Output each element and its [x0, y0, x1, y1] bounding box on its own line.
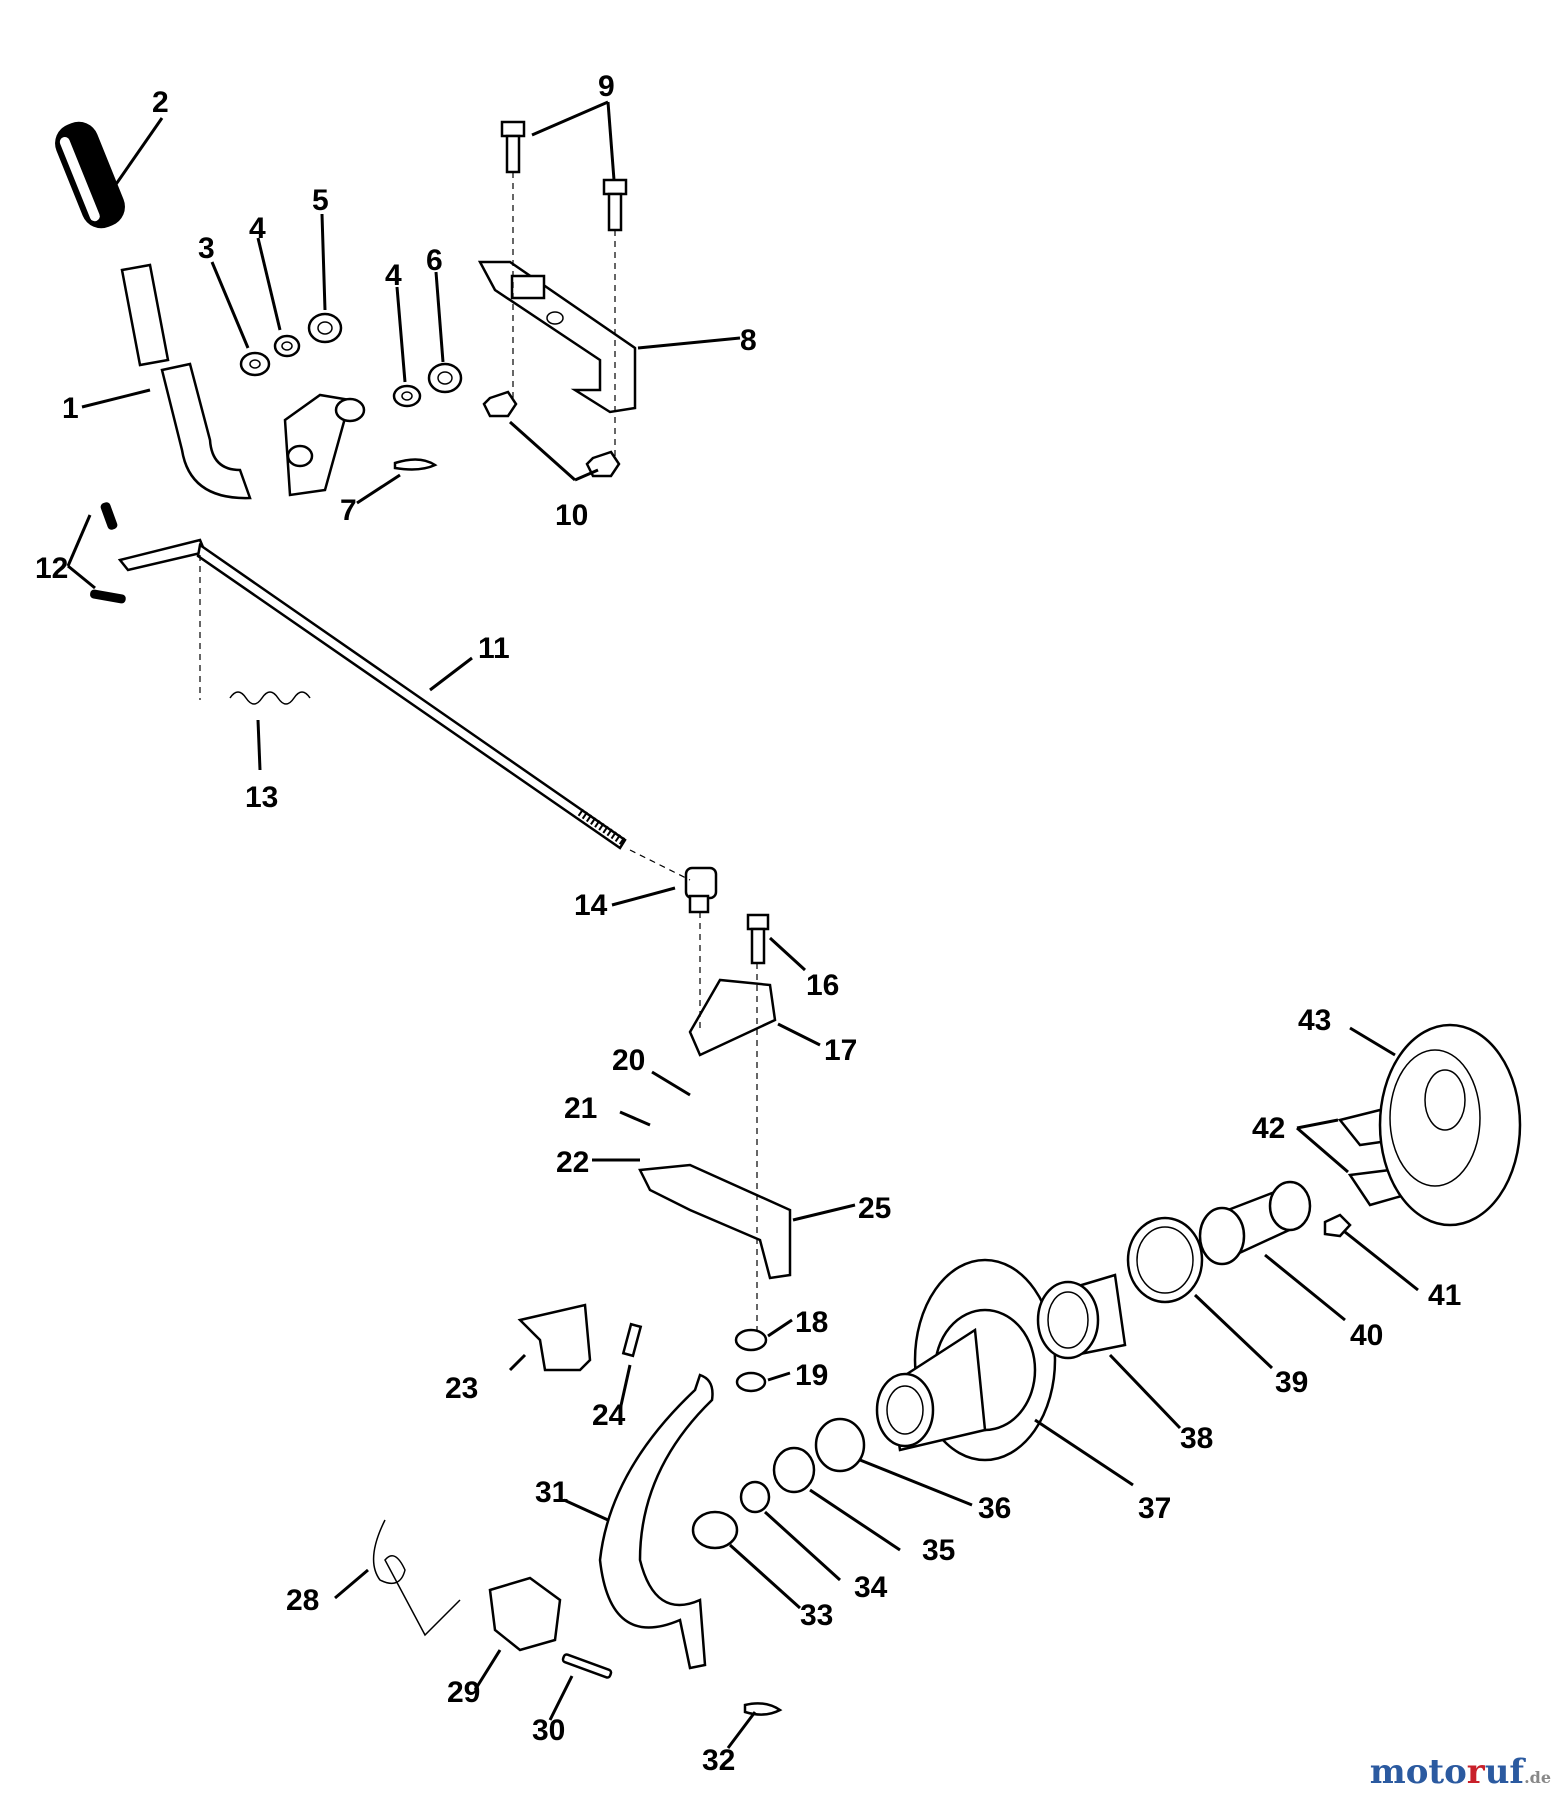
callout-labels: 2 1 3 4 5 4 6 7 8 9 10 11 12 13 14 16 17… — [35, 70, 1461, 1777]
part-pins — [90, 502, 126, 604]
callout-17: 17 — [824, 1034, 857, 1067]
part-nut-washer — [734, 1328, 768, 1393]
watermark-logo: motoruf.de — [1370, 1752, 1551, 1792]
part-sleeve — [1198, 1180, 1312, 1266]
part-spring-clip — [372, 1519, 461, 1637]
part-block — [488, 1576, 562, 1652]
part-bolts — [500, 120, 628, 232]
assembly-lines — [199, 172, 758, 1330]
watermark-part2: r — [1466, 1752, 1485, 1792]
callout-24: 24 — [592, 1399, 626, 1432]
part-bracket-25 — [638, 1163, 792, 1280]
part-brake-disc — [1378, 1023, 1522, 1227]
callout-30: 30 — [532, 1714, 565, 1747]
part-bearing-set — [691, 1417, 866, 1550]
callout-19: 19 — [795, 1359, 828, 1392]
part-washers-upper — [239, 312, 343, 377]
part-bolt-16 — [746, 913, 770, 965]
callout-2: 2 — [152, 86, 169, 119]
callout-29: 29 — [447, 1676, 480, 1709]
callout-33: 33 — [800, 1599, 833, 1632]
callout-28: 28 — [286, 1584, 319, 1617]
callout-7: 7 — [340, 494, 357, 527]
part-mounting-bracket — [477, 260, 637, 414]
part-ring — [1126, 1216, 1204, 1304]
callout-42: 42 — [1252, 1112, 1285, 1145]
callout-12: 12 — [35, 552, 68, 585]
part-washers-lower — [392, 362, 463, 408]
part-brake-arm — [598, 1373, 714, 1670]
callout-21: 21 — [564, 1092, 597, 1125]
callout-6: 6 — [426, 244, 443, 277]
part-bracket-23 — [517, 1303, 592, 1372]
part-nuts — [482, 390, 621, 478]
callout-37: 37 — [1138, 1492, 1171, 1525]
part-swivel — [684, 866, 718, 914]
callout-11: 11 — [478, 632, 510, 665]
callout-38: 38 — [1180, 1422, 1213, 1455]
callout-41: 41 — [1428, 1279, 1461, 1312]
part-screw-41 — [1323, 1213, 1352, 1238]
watermark-part1: moto — [1369, 1752, 1467, 1792]
callout-43: 43 — [1298, 1004, 1331, 1037]
callout-31: 31 — [535, 1476, 568, 1509]
callout-20: 20 — [612, 1044, 645, 1077]
callout-18: 18 — [795, 1306, 828, 1339]
callout-13: 13 — [245, 781, 278, 814]
callout-39: 39 — [1275, 1366, 1308, 1399]
watermark-part3: uf — [1484, 1752, 1525, 1792]
part-pin-30 — [561, 1653, 613, 1679]
callout-34: 34 — [854, 1571, 888, 1604]
callout-9: 9 — [598, 70, 615, 103]
part-spring — [229, 691, 311, 705]
callout-4a: 4 — [249, 212, 266, 245]
callout-16: 16 — [806, 969, 839, 1002]
part-ring-inner — [1136, 1226, 1194, 1294]
leader-lines — [66, 100, 1419, 1749]
callout-35: 35 — [922, 1534, 955, 1567]
part-screw — [621, 1322, 643, 1358]
callout-22: 22 — [556, 1146, 589, 1179]
callout-10: 10 — [555, 499, 588, 532]
callout-25: 25 — [858, 1192, 891, 1225]
part-hub — [875, 1258, 1057, 1462]
part-pivot-bracket — [283, 393, 366, 497]
part-clip-32 — [743, 1702, 783, 1716]
callout-40: 40 — [1350, 1319, 1383, 1352]
callout-23: 23 — [445, 1372, 478, 1405]
part-plate — [688, 978, 777, 1057]
callout-1: 1 — [62, 392, 79, 425]
part-cotter-pin — [393, 458, 438, 471]
callout-36: 36 — [978, 1492, 1011, 1525]
callout-32: 32 — [702, 1744, 735, 1777]
callout-14: 14 — [574, 889, 608, 922]
watermark-part4: .de — [1524, 1768, 1551, 1787]
callout-4b: 4 — [385, 259, 402, 292]
part-control-lever — [120, 263, 252, 500]
part-hand-grip — [55, 121, 125, 229]
part-roller-bearing — [1036, 1273, 1127, 1360]
part-control-rod — [117, 538, 628, 850]
callout-8: 8 — [740, 324, 757, 357]
callout-5: 5 — [312, 184, 329, 217]
callout-3: 3 — [198, 232, 215, 265]
